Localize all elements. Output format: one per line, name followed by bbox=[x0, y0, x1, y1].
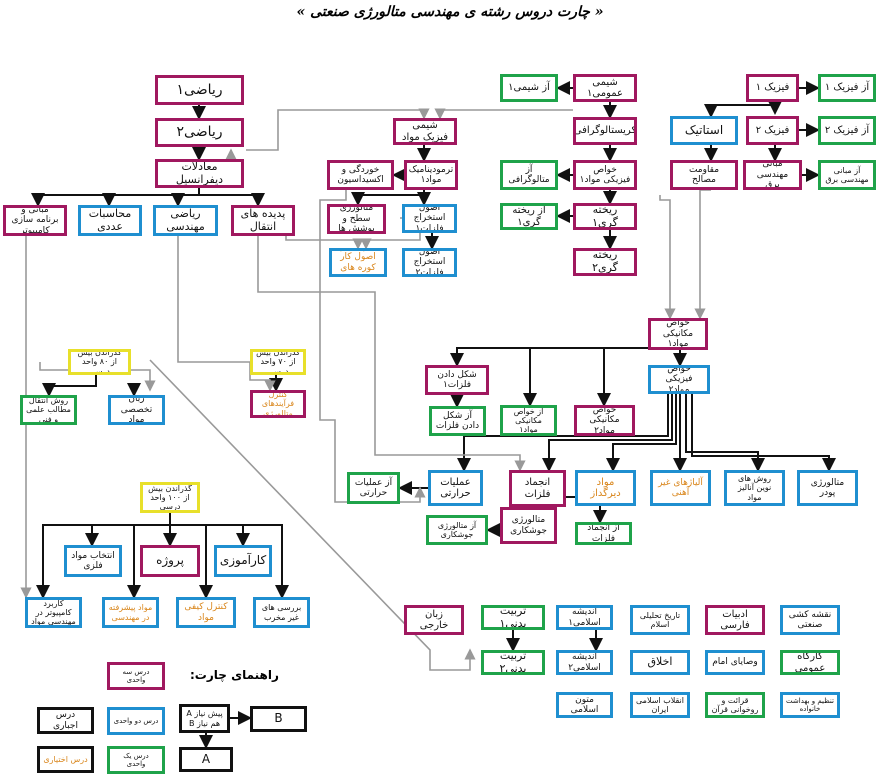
legend-required: درس اجباری bbox=[37, 707, 94, 734]
course-khavas-fiziki2: خواص فیزیکی مواد۲ bbox=[648, 365, 710, 394]
course-az-shekl: آز شکل دادن فلزات bbox=[429, 406, 486, 436]
course-az-khavas-mekaniki: آز خواص مکانیکی مواد۱ bbox=[500, 405, 557, 436]
course-rikhtegari2: ریخته گری۲ bbox=[573, 248, 637, 276]
legend-prereq-text: پیش نیاز A bbox=[186, 709, 223, 719]
course-padide: پدیده های انتقال bbox=[231, 205, 295, 236]
course-karbord: کاربرد کامپیوتر در مهندسی مواد bbox=[25, 597, 82, 628]
course-estekhraj2: اصول استخراج فلزات۲ bbox=[402, 248, 457, 277]
course-naghshe: نقشه کشی صنعتی bbox=[780, 605, 840, 635]
course-mohasebat: محاسبات عددی bbox=[78, 205, 142, 236]
course-enjemad: انجماد فلزات bbox=[509, 470, 566, 507]
legend-title: راهنمای چارت: bbox=[190, 668, 279, 682]
course-kargah: کارگاه عمومی bbox=[780, 650, 840, 675]
course-mavad-dirgodaz: مواد دیرگداز bbox=[575, 470, 636, 506]
course-moadelat: معادلات دیفرانسیل bbox=[155, 159, 244, 188]
legend-optional: درس اختیاری bbox=[37, 746, 94, 773]
course-ravesh-enteghal: روش انتقال مطالب علمی و فنی bbox=[20, 395, 77, 425]
course-pudr: متالورژی پودر bbox=[797, 470, 858, 506]
course-zaban-takhassosi: زبان تخصصی مواد bbox=[108, 395, 165, 425]
course-fizik1: فیزیک ۱ bbox=[746, 74, 799, 102]
course-project: پروژه bbox=[140, 545, 200, 577]
course-az-joosh: آز متالورژی جوشکاری bbox=[426, 515, 488, 545]
course-enghelab: انقلاب اسلامی ایران bbox=[630, 692, 690, 718]
course-adabiat: ادبیات فارسی bbox=[705, 605, 765, 635]
legend-node-a: A bbox=[179, 747, 233, 772]
course-tarbiat1: تربیت بدنی۱ bbox=[481, 605, 545, 630]
legend-two-unit: درس دو واحدی bbox=[107, 707, 165, 735]
course-az-rikhtegari: آز ریخته گری۱ bbox=[500, 203, 558, 230]
course-estekhraj1: اصول استخراج فلزات۱ bbox=[402, 204, 457, 233]
course-mavad-pishrafte: مواد پیشرفته در مهندسی bbox=[102, 597, 159, 628]
legend-prereq-node: پیش نیاز A هم نیاز B bbox=[179, 704, 230, 733]
course-barresi: بررسی های غیر مخرب bbox=[253, 597, 310, 628]
course-entekhab: انتخاب مواد فلزی bbox=[64, 545, 122, 577]
prereq-80-units: گذراندن بیش از ۸۰ واحد درسی bbox=[68, 349, 131, 375]
legend-one-unit: درس یک واحدی bbox=[107, 746, 165, 774]
course-motoon: متون اسلامی bbox=[556, 692, 613, 718]
course-aliazhaye: آلیاژهای غیر آهنی bbox=[650, 470, 711, 506]
course-riazi1: ریاضی۱ bbox=[155, 75, 244, 105]
course-az-fizik1: آز فیزیک ۱ bbox=[818, 74, 876, 102]
course-khordegi: خوردگی و اکسیداسیون bbox=[327, 160, 394, 190]
course-tarrahi: طراحی و اصول کار کوره های صنعتی bbox=[329, 248, 387, 277]
course-kristallografi: کریستالوگرافی bbox=[573, 117, 637, 145]
course-khavas-fiziki1: خواص فیزیکی مواد۱ bbox=[573, 160, 637, 190]
course-andishe2: اندیشه اسلامی۲ bbox=[556, 650, 613, 675]
legend-coreq-text: هم نیاز B bbox=[188, 718, 221, 728]
course-khavas-mekaniki2: خواص مکانیکی مواد۲ bbox=[574, 405, 635, 436]
course-az-mabani-bargh: آز مبانی مهندسی برق bbox=[818, 160, 876, 190]
course-az-enjemad: آز انجماد فلزات bbox=[575, 522, 632, 545]
course-termo: ترمودینامیک مواد۱ bbox=[404, 160, 458, 190]
course-tanzim: تنظیم و بهداشت خانواده bbox=[780, 692, 840, 718]
course-zaban-khareji: زبان خارجی bbox=[404, 605, 464, 635]
course-kontrol-farayand: کنترل فرآیندهای متالورژی bbox=[250, 390, 306, 418]
course-mabani-bargh: مبانی مهندسی برق bbox=[743, 160, 802, 190]
course-metallurgy-sath: متالورژی سطح و پوشش ها bbox=[327, 204, 386, 234]
course-tarikh: تاریخ تحلیلی اسلام bbox=[630, 605, 690, 635]
course-fizik2: فیزیک ۲ bbox=[746, 116, 799, 145]
course-estatik: استاتیک bbox=[670, 116, 738, 145]
prereq-70-units: گذراندن بیش از ۷۰ واحد درسی bbox=[250, 349, 306, 375]
legend-three-unit: درس سه واحدی bbox=[107, 662, 165, 690]
course-rikhtegari1: ریخته گری۱ bbox=[573, 203, 637, 230]
course-shimi-fizik: شیمی فیزیک مواد bbox=[393, 118, 457, 145]
course-mabani-barname: مبانی و برنامه سازی کامپیوتر bbox=[3, 205, 67, 236]
course-az-shimi: آز شیمی۱ bbox=[500, 74, 558, 102]
course-akhlagh: اخلاق bbox=[630, 650, 690, 675]
course-gharaat: قرائت و روخوانی قرآن bbox=[705, 692, 765, 718]
course-az-metallografi: آز متالوگرافی bbox=[500, 160, 558, 190]
course-kontrol-keyfi: کنترل کیفی مواد bbox=[176, 597, 236, 628]
course-shimi-omoomi: شیمی عمومی۱ bbox=[573, 74, 637, 102]
prereq-100-units: گذراندن بیش از ۱۰۰ واحد درسی bbox=[140, 482, 200, 513]
course-az-fizik2: آز فیزیک ۲ bbox=[818, 116, 876, 145]
course-riazi-mohandesi: ریاضی مهندسی bbox=[153, 205, 218, 236]
course-karamoozi: کارآموزی bbox=[214, 545, 272, 577]
course-moghavemat: مقاومت مصالح bbox=[670, 160, 738, 190]
course-khavas-mekaniki1: خواص مکانیکی مواد۱ bbox=[648, 318, 708, 350]
course-az-amaliat: آز عملیات حرارتی bbox=[347, 472, 400, 504]
course-vasaya: وصایای امام bbox=[705, 650, 765, 675]
course-amaliat: عملیات حرارتی bbox=[428, 470, 483, 506]
course-tarbiat2: تربیت بدنی۲ bbox=[481, 650, 545, 675]
course-shekl-dadan: شکل دادن فلزات۱ bbox=[425, 365, 489, 395]
course-metallurgy-joosh: متالورژی جوشکاری bbox=[500, 507, 557, 544]
chart-title: « چارت دروس رشته ی مهندسی متالورژی صنعتی… bbox=[296, 4, 604, 20]
legend-node-b: B bbox=[250, 706, 307, 732]
course-andishe1: اندیشه اسلامی۱ bbox=[556, 605, 613, 630]
course-raveshha: روش های نوین آنالیز مواد bbox=[724, 470, 785, 506]
course-riazi2: ریاضی۲ bbox=[155, 118, 244, 147]
